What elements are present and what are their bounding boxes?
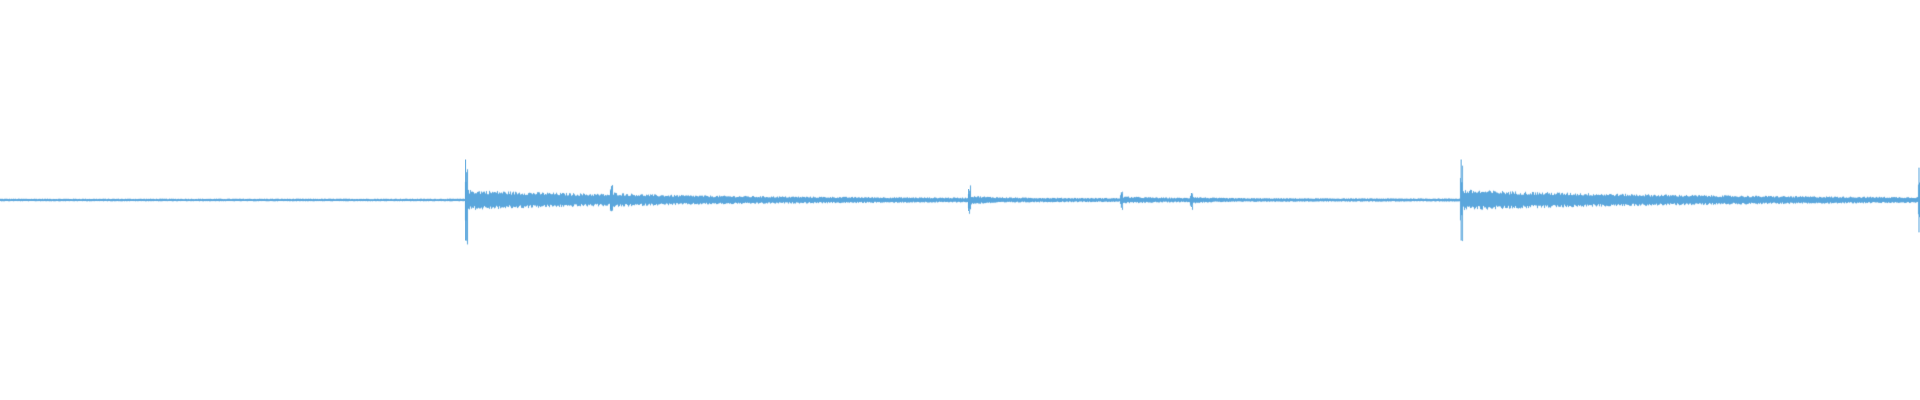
audio-waveform [0, 0, 1920, 400]
